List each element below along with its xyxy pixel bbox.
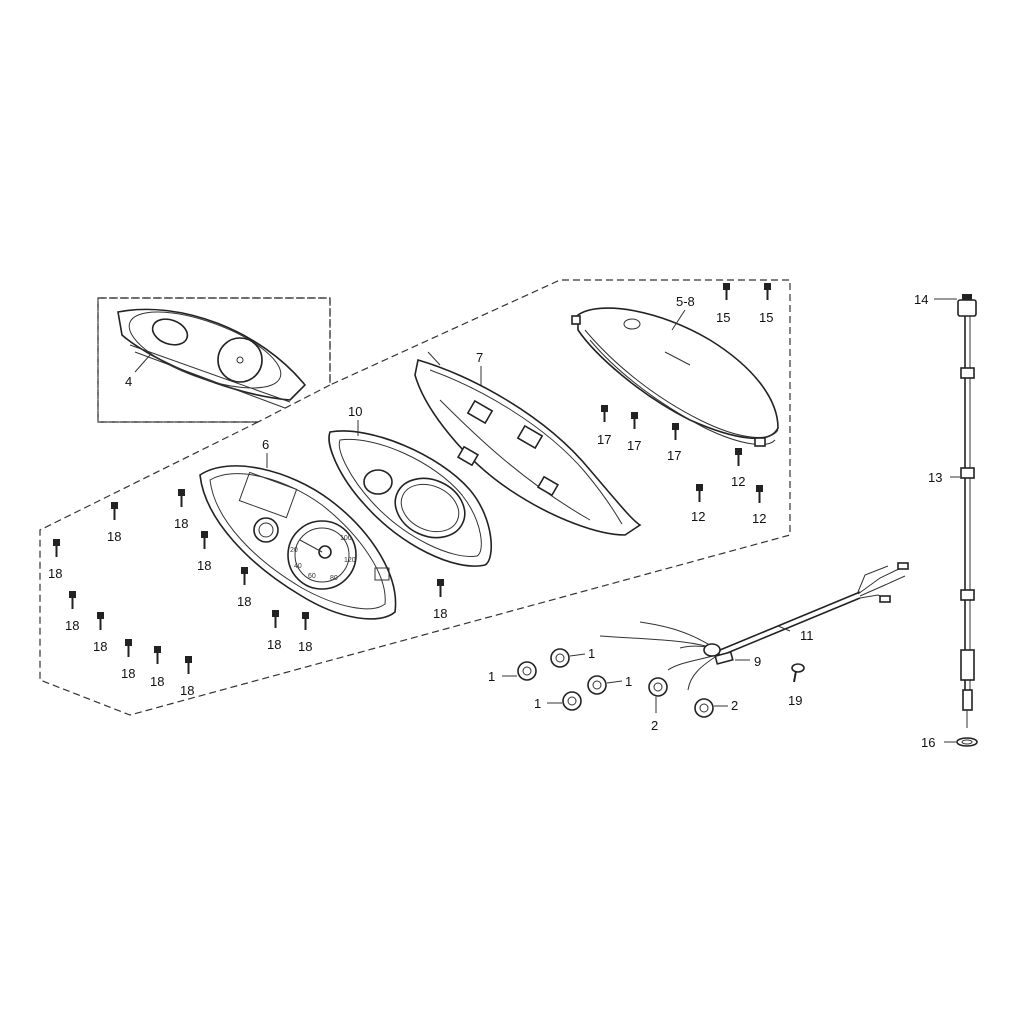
label-part-18-d: 18	[197, 558, 211, 573]
screw-part-19[interactable]	[791, 663, 805, 683]
screw-part-17-a[interactable]	[601, 405, 608, 422]
label-part-18-h: 18	[267, 637, 281, 652]
screw-part-18-j[interactable]	[437, 579, 444, 597]
screw-part-17-b[interactable]	[631, 412, 638, 429]
screw-part-18-a[interactable]	[111, 502, 118, 520]
label-part-6: 6	[262, 437, 269, 452]
screw-part-12-c[interactable]	[756, 485, 763, 503]
label-part-17-b: 17	[627, 438, 641, 453]
label-part-18-k: 18	[121, 666, 135, 681]
wire-harness-part-11[interactable]	[599, 562, 909, 691]
gauge-tick-60: 60	[308, 573, 316, 580]
label-part-18-j: 18	[433, 606, 447, 621]
screw-part-18-l[interactable]	[154, 646, 161, 664]
washer-part-16[interactable]	[956, 737, 978, 747]
screw-part-18-b[interactable]	[178, 489, 185, 507]
gauge-tick-20: 20	[290, 547, 298, 554]
gauge-tick-40: 40	[294, 563, 302, 570]
gauge-tick-100: 100	[340, 535, 352, 542]
label-part-1-a: 1	[488, 669, 495, 684]
meter-panel-part-6[interactable]: 20 40 60 80 100 120	[199, 465, 397, 620]
bulb-part-2-a[interactable]	[648, 677, 668, 697]
label-part-10: 10	[348, 404, 362, 419]
label-part-1-b: 1	[588, 646, 595, 661]
screw-part-18-g[interactable]	[97, 612, 104, 630]
screw-part-18-e[interactable]	[241, 567, 248, 585]
screw-part-18-d[interactable]	[201, 531, 208, 549]
clamp-part-9[interactable]	[714, 651, 734, 665]
label-part-18-c: 18	[48, 566, 62, 581]
bulb-part-2-b[interactable]	[694, 698, 714, 718]
meter-case-part-7[interactable]	[414, 351, 642, 536]
screw-part-18-h[interactable]	[272, 610, 279, 628]
screw-part-12-b[interactable]	[696, 484, 703, 502]
label-part-19: 19	[788, 693, 802, 708]
label-part-4: 4	[125, 374, 132, 389]
label-part-17-c: 17	[667, 448, 681, 463]
label-part-1-c: 1	[625, 674, 632, 689]
label-part-14: 14	[914, 292, 928, 307]
label-part-18-g: 18	[93, 639, 107, 654]
label-part-9: 9	[754, 654, 761, 669]
screw-part-18-m[interactable]	[185, 656, 192, 674]
label-part-2-b: 2	[731, 698, 738, 713]
label-part-11: 11	[800, 628, 814, 643]
label-part-1-d: 1	[534, 696, 541, 711]
screw-part-18-i[interactable]	[302, 612, 309, 630]
bulb-socket-part-1-d[interactable]	[562, 691, 582, 711]
screw-part-18-c[interactable]	[53, 539, 60, 557]
bulb-socket-part-1-a[interactable]	[517, 661, 537, 681]
meter-assembly-inset-outline	[97, 297, 331, 423]
label-part-12-b: 12	[691, 509, 705, 524]
screw-part-15-b[interactable]	[764, 283, 771, 300]
bulb-socket-part-1-b[interactable]	[550, 648, 570, 668]
meter-cover-part-5-8[interactable]	[571, 307, 779, 447]
label-part-7: 7	[476, 350, 483, 365]
meter-assembly-part-4[interactable]	[117, 296, 307, 409]
label-part-18-e: 18	[237, 594, 251, 609]
label-part-15-b: 15	[759, 310, 773, 325]
speedometer-cable-part-13[interactable]	[960, 315, 975, 728]
screw-part-18-f[interactable]	[69, 591, 76, 609]
label-part-12-a: 12	[731, 474, 745, 489]
gauge-tick-120: 120	[344, 557, 356, 564]
assembly-group-outline	[39, 279, 791, 716]
label-part-5-8: 5-8	[676, 294, 695, 309]
label-part-12-c: 12	[752, 511, 766, 526]
label-part-17-a: 17	[597, 432, 611, 447]
screw-part-18-k[interactable]	[125, 639, 132, 657]
label-part-18-a: 18	[107, 529, 121, 544]
label-part-18-m: 18	[180, 683, 194, 698]
label-part-18-f: 18	[65, 618, 79, 633]
label-part-13: 13	[928, 470, 942, 485]
bulb-socket-part-1-c[interactable]	[587, 675, 607, 695]
label-part-2-a: 2	[651, 718, 658, 733]
screw-part-15-a[interactable]	[723, 283, 730, 300]
label-part-18-l: 18	[150, 674, 164, 689]
label-part-18-b: 18	[174, 516, 188, 531]
label-part-15-a: 15	[716, 310, 730, 325]
screw-part-12-a[interactable]	[735, 448, 742, 466]
gauge-tick-80: 80	[330, 575, 338, 582]
label-part-18-i: 18	[298, 639, 312, 654]
cable-nut-part-14[interactable]	[957, 294, 977, 317]
meter-visor-part-10[interactable]	[328, 430, 493, 567]
label-part-16: 16	[921, 735, 935, 750]
screw-part-17-c[interactable]	[672, 423, 679, 440]
